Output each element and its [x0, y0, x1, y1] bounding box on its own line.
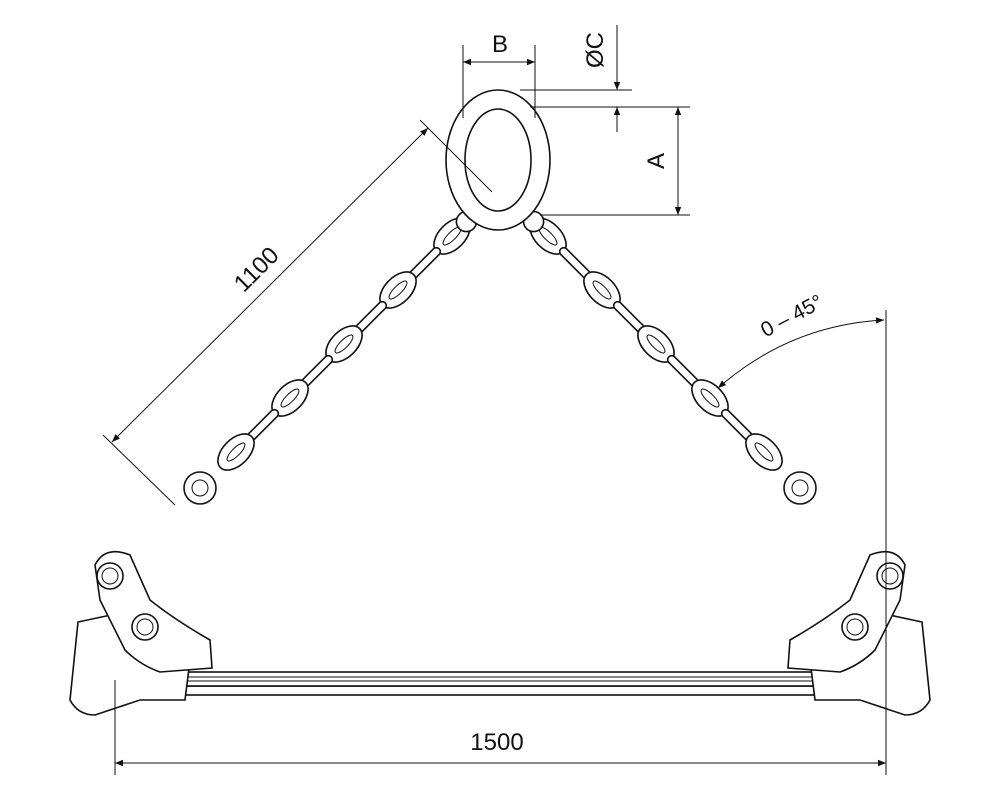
dimension-a: A: [540, 107, 690, 216]
dimension-a-label: A: [643, 153, 670, 169]
right-chain-link-hole: [754, 442, 774, 462]
left-shortener-hook: [183, 471, 217, 505]
dimension-chain-length-label: 1100: [229, 242, 285, 298]
left-shortener-pin: [191, 479, 209, 497]
dimension-b: B: [462, 31, 536, 118]
master-link: [445, 89, 551, 231]
right-plate-clamp: [787, 550, 931, 716]
right-shortener-pin: [791, 479, 809, 497]
right-shortener-hook: [783, 471, 817, 505]
right-chain-link: [745, 433, 783, 471]
left-chain-link-hole: [226, 442, 246, 462]
dimension-c: ØC: [520, 25, 690, 132]
right-chain-link-hole: [646, 334, 666, 354]
dimension-angle-label: 0 – 45°: [757, 290, 827, 342]
dimension-c-label: ØC: [582, 32, 609, 68]
dimension-b-label: B: [492, 31, 508, 58]
dimension-span: 1500: [114, 680, 886, 775]
dimension-span-label: 1500: [470, 729, 523, 756]
left-plate-clamp: [69, 550, 213, 716]
right-chain-link-hole: [700, 388, 720, 408]
dimension-angle: 0 – 45°: [717, 290, 887, 775]
chain-legs: [125, 197, 875, 563]
steel-plate: [82, 671, 919, 696]
dimension-chain-length: 1100: [102, 119, 493, 506]
right-chain-link-hole: [592, 280, 612, 300]
